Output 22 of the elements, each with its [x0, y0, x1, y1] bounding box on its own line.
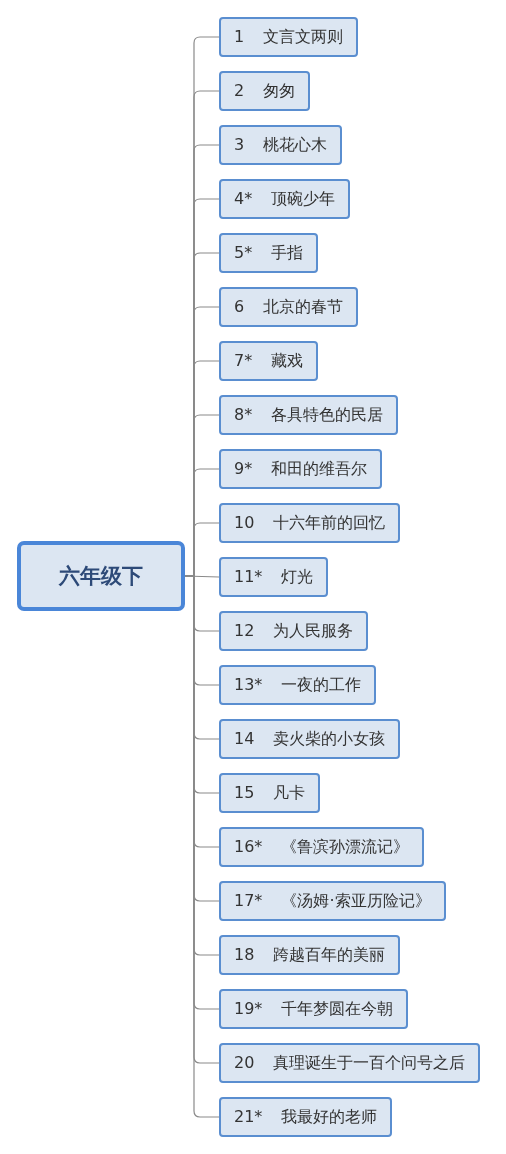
topic-box: 15 凡卡: [219, 773, 321, 813]
topic-box: 3 桃花心木: [219, 125, 343, 165]
topic-box: 6 北京的春节: [219, 287, 359, 327]
topic-box: 18 跨越百年的美丽: [219, 935, 401, 975]
topic-box: 12 为人民服务: [219, 611, 369, 651]
topic-box: 1 文言文两则: [219, 17, 359, 57]
topic-box: 14 卖火柴的小女孩: [219, 719, 401, 759]
topic-box: 10 十六年前的回忆: [219, 503, 401, 543]
topic-box: 2 匆匆: [219, 71, 311, 111]
topic-box: 8* 各具特色的民居: [219, 395, 399, 435]
topic-box: 21* 我最好的老师: [219, 1097, 393, 1137]
topic-box: 20 真理诞生于一百个问号之后: [219, 1043, 481, 1083]
topic-box: 16* 《鲁滨孙漂流记》: [219, 827, 425, 867]
topic-box: 9* 和田的维吾尔: [219, 449, 383, 489]
topic-box: 19* 千年梦圆在今朝: [219, 989, 409, 1029]
topic-box: 13* 一夜的工作: [219, 665, 377, 705]
root-topic-box: 六年级下: [17, 541, 185, 611]
topic-box: 17* 《汤姆·索亚历险记》: [219, 881, 446, 921]
topic-box: 11* 灯光: [219, 557, 329, 597]
topic-box: 4* 顶碗少年: [219, 179, 351, 219]
topic-box: 7* 藏戏: [219, 341, 319, 381]
topic-box: 5* 手指: [219, 233, 319, 273]
